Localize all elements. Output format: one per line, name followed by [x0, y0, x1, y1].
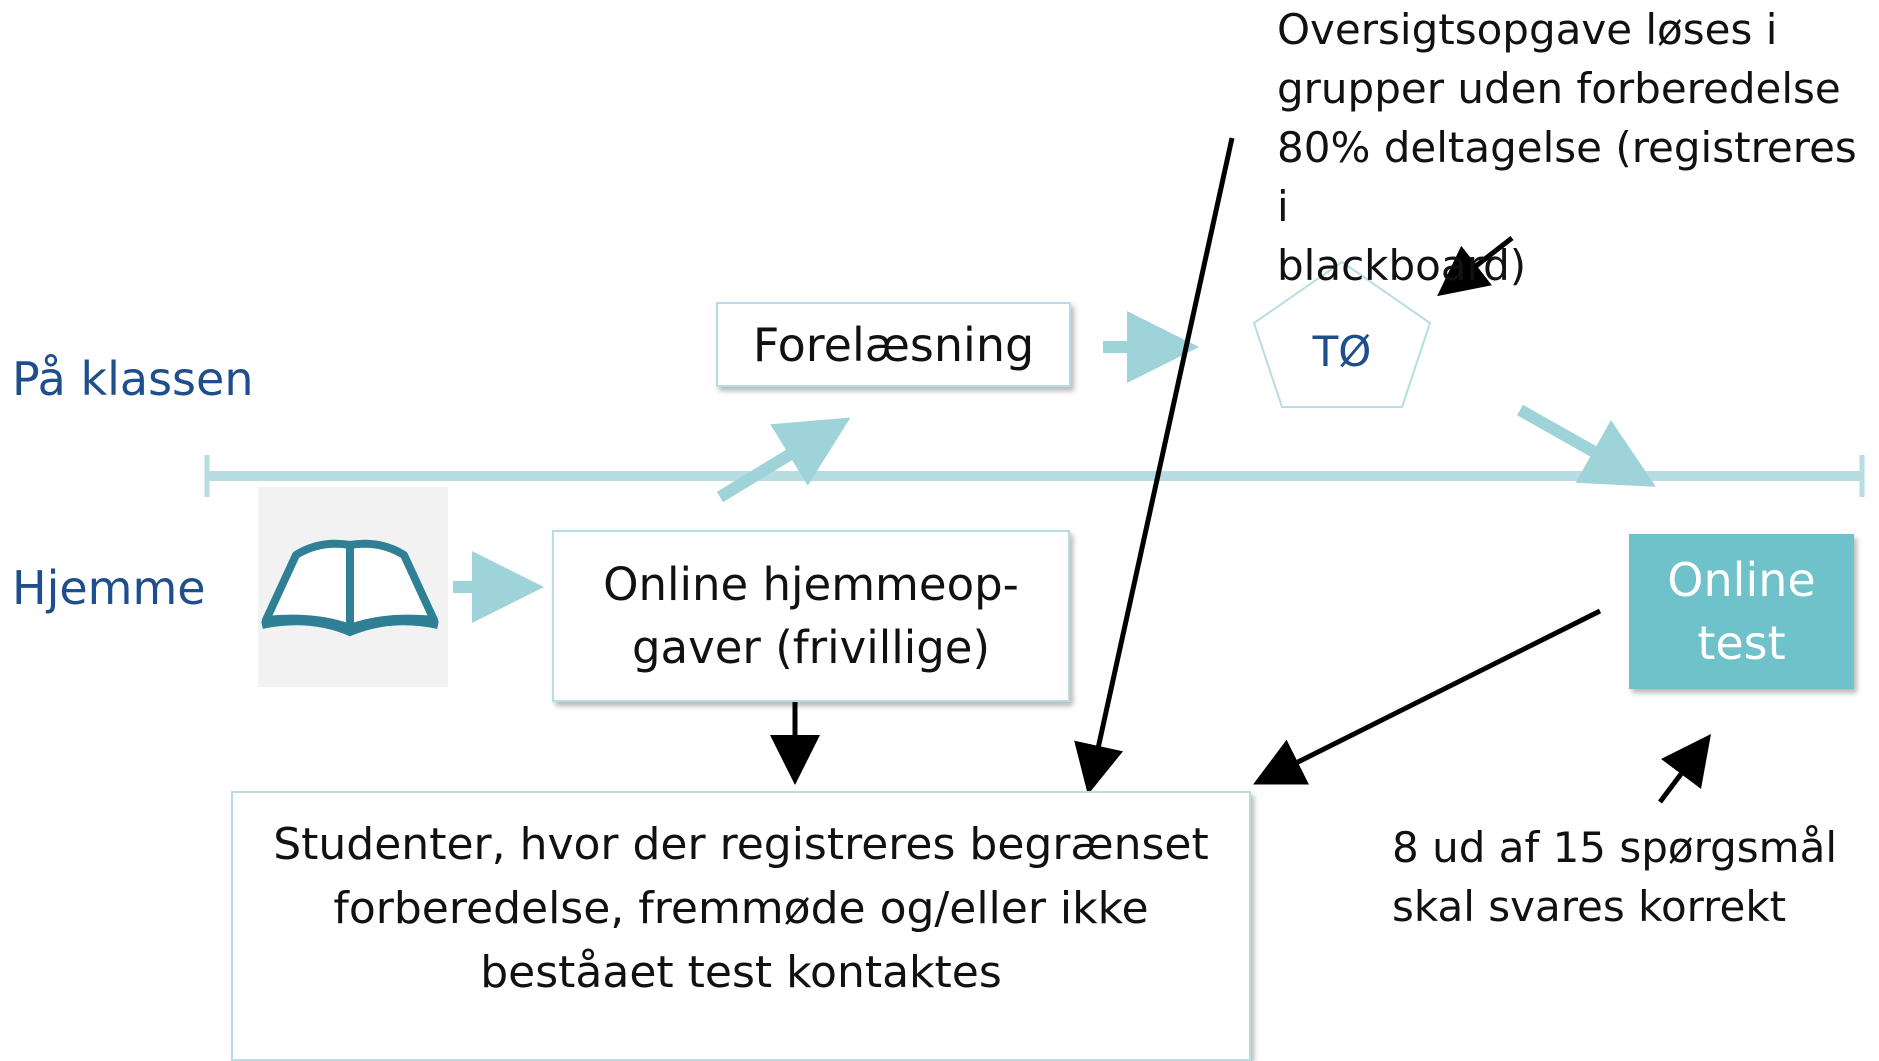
arrow-homework-to-lecture [716, 417, 851, 503]
note-spoergsmaal: 8 ud af 15 spørgsmål skal svares korrekt [1392, 823, 1837, 931]
arrow-note-to-test [1658, 734, 1711, 804]
toe-label: TØ [1312, 327, 1372, 376]
arrow-toe-to-test [1517, 404, 1656, 487]
arrow-test-to-studenter [1253, 608, 1602, 785]
box-forelaesning: Forelæsning [716, 302, 1071, 387]
box-studenter-kontaktes: Studenter, hvor der registreres begrænse… [231, 791, 1251, 1061]
box-online-hjemmeopgaver: Online hjemmeop-gaver (frivillige) [552, 530, 1070, 702]
box-online-test: Online test [1629, 534, 1854, 689]
note-oversigtsopgave: Oversigtsopgave løses i grupper uden for… [1277, 5, 1857, 290]
toe-pentagon [1252, 260, 1432, 408]
lane-label-pa-klassen: På klassen [12, 352, 254, 406]
arrow-oversigt-to-studenter [1074, 137, 1235, 795]
arrow-oversigt-to-toe [1437, 236, 1514, 297]
book-icon [258, 487, 448, 687]
lane-label-hjemme: Hjemme [12, 561, 206, 615]
